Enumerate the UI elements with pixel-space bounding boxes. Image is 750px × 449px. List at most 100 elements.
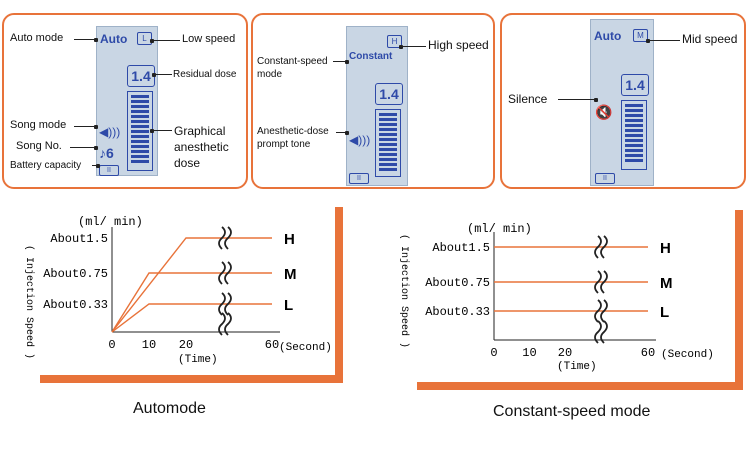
x-tick-label: 0 [108,338,115,352]
speaker-icon: ◀))) [99,125,121,139]
axis-break-icon [224,261,232,285]
lcd-mode-text: Auto [100,32,128,46]
axis-break-icon [594,270,602,294]
leader-line [558,97,598,102]
series-label-m: M [284,266,297,283]
speed-indicator-icon: M [633,29,648,42]
leader-line [70,145,98,150]
label-high-speed: High speed [428,38,489,52]
battery-icon: II [99,165,119,176]
leader-line [150,38,180,43]
series-line-l [111,303,272,333]
axis-break-icon [594,320,602,344]
x-axis-label: (Time) [178,354,218,366]
battery-icon: II [349,173,369,184]
lcd-dose-digits: 1.4 [127,65,155,87]
label-battery-capacity: Battery capacity [10,160,82,171]
y-tick-label: About0.75 [43,267,108,281]
leader-line [74,124,98,129]
chart-title-automode: Automode [133,400,206,417]
leader-line [399,44,426,49]
y-axis-label: ( Injection Speed ) [23,245,35,359]
axis-break-icon [600,235,608,259]
axis-break-icon [600,299,608,323]
panel-mid-speed: Auto M 1.4 🔇 II Mid speed Silence [500,13,746,189]
graphical-dose-bars [375,109,401,177]
label-graphical-dose: Graphical anesthetic dose [174,124,229,170]
label-prompt-tone: Anesthetic-dose prompt tone [257,126,329,150]
lcd-dose-digits: 1.4 [375,83,403,105]
leader-line [150,128,172,133]
axis-break-icon [218,261,226,285]
chart-frame-bottom [417,382,743,390]
leader-line [333,59,349,64]
lcd-mode-text: Auto [594,29,622,43]
x-unit-label: (Second) [661,349,714,361]
axis-break-icon [224,226,232,250]
lcd-mode-text: Constant [349,51,393,62]
y-tick-label: About1.5 [432,241,490,255]
x-tick-label: 10 [522,346,536,360]
graphical-dose-bars [621,100,647,170]
leader-line [74,37,98,42]
axis-break-icon [218,312,226,336]
leader-line [92,163,100,168]
speed-indicator-icon: H [387,35,402,48]
leader-line [336,130,349,135]
y-axis-label: ( Injection Speed ) [398,234,410,348]
lcd-dose-digits: 1.4 [621,74,649,96]
label-mid-speed: Mid speed [682,32,738,46]
axis-break-icon [594,235,602,259]
battery-icon: II [595,173,615,184]
unit-label: (ml/ min) [467,222,532,236]
series-label-m: M [660,275,673,292]
axis-break-icon [224,312,232,336]
x-tick-label: 0 [490,346,497,360]
x-tick-label: 20 [179,338,193,352]
lcd-display: Auto L 1.4 ◀))) ♪6 II [96,26,158,176]
x-tick-label: 20 [558,346,572,360]
label-auto-mode: Auto mode [10,32,64,44]
muted-speaker-icon: 🔇 [595,104,613,120]
label-song-mode: Song mode [10,119,67,131]
axis-break-icon [594,299,602,323]
leader-line [646,38,680,43]
x-tick-label: 60 [265,338,279,352]
x-unit-label: (Second) [279,342,332,354]
chart-frame-right [735,210,743,390]
axis-break-icon [600,320,608,344]
lcd-display: Constant H 1.4 ◀))) II [346,26,408,186]
axis-break-icon [218,292,226,316]
label-song-no: Song No. [16,140,62,152]
chart-frame-right [335,207,343,382]
label-low-speed: Low speed [182,33,236,45]
panel-auto-mode: Auto L 1.4 ◀))) ♪6 II Auto mode Low spee… [2,13,248,189]
x-tick-label: 60 [641,346,655,360]
y-tick-label: About0.33 [425,305,490,319]
y-tick-label: About0.75 [425,276,490,290]
x-axis-label: (Time) [557,361,597,373]
unit-label: (ml/ min) [78,215,143,229]
y-tick-label: About0.33 [43,298,108,312]
speaker-icon: ◀))) [349,133,371,147]
lcd-display: Auto M 1.4 🔇 II [590,19,654,186]
panel-constant-mode: Constant H 1.4 ◀))) II Constant-speed mo… [251,13,495,189]
chart-frame-bottom [40,375,343,383]
y-tick-label: About1.5 [50,232,108,246]
x-tick-label: 10 [142,338,156,352]
label-constant-speed-mode: Constant-speed mode [257,56,328,80]
series-label-l: L [284,297,293,314]
leader-line [152,72,172,77]
series-label-h: H [284,231,295,248]
series-label-h: H [660,240,671,257]
chart-title-constant-speed: Constant-speed mode [493,403,651,420]
axis-break-icon [224,292,232,316]
series-label-l: L [660,304,669,321]
series-line-m [111,272,272,333]
label-residual-dose: Residual dose [173,69,237,80]
label-silence: Silence [508,92,548,106]
axis-break-icon [600,270,608,294]
series-line-h [111,237,272,333]
